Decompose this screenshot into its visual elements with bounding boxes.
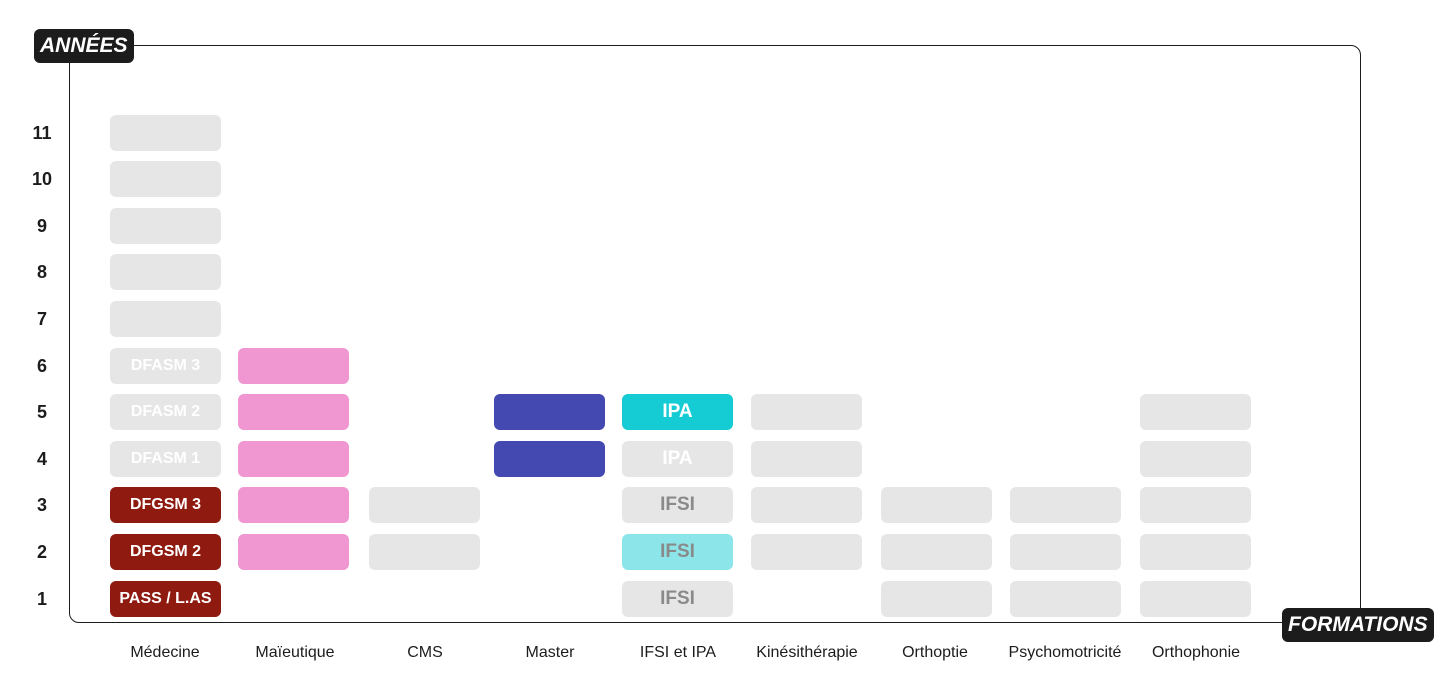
y-tick-4: 4 <box>36 448 47 469</box>
block-4-year-2: IFSI <box>622 533 733 570</box>
x-axis-label: FORMATIONS <box>1282 608 1434 642</box>
x-category-label: CMS <box>407 644 443 661</box>
block-0-year-8 <box>110 254 221 291</box>
block-2-year-2 <box>369 533 480 570</box>
block-7-year-2 <box>1010 533 1121 570</box>
block-5-year-3 <box>751 487 862 524</box>
y-axis-label: ANNÉES <box>34 29 134 63</box>
block-5-year-2 <box>751 533 862 570</box>
block-6-year-1 <box>881 580 992 617</box>
x-category-label: Maïeutique <box>255 644 335 661</box>
y-tick-7: 7 <box>36 308 47 329</box>
block-8-year-1 <box>1140 580 1251 617</box>
y-tick-6: 6 <box>36 355 47 376</box>
x-category-label: IFSI et IPA <box>639 644 717 661</box>
block-0-year-2: DFGSM 2 <box>110 533 221 570</box>
block-1-year-3 <box>238 487 349 524</box>
y-tick-8: 8 <box>36 262 47 283</box>
block-1-year-6 <box>238 347 349 384</box>
chart-frame <box>69 45 1361 623</box>
block-1-year-4 <box>238 440 349 477</box>
x-category-label: Médecine <box>130 644 200 661</box>
block-8-year-5 <box>1140 394 1251 431</box>
block-4-year-5: IPA <box>622 394 733 431</box>
x-category-label: Kinésithérapie <box>756 644 858 661</box>
block-1-year-2 <box>238 533 349 570</box>
block-0-year-9 <box>110 207 221 244</box>
block-4-year-4: IPA <box>622 440 733 477</box>
y-tick-3: 3 <box>36 495 47 516</box>
block-0-year-7 <box>110 300 221 337</box>
x-category-label: Master <box>525 644 575 661</box>
x-category-label: Orthophonie <box>1151 644 1241 661</box>
block-0-year-1: PASS / L.AS <box>110 580 221 617</box>
x-category-label: Psychomotricité <box>1008 644 1122 661</box>
y-tick-10: 10 <box>31 169 53 190</box>
block-0-year-3: DFGSM 3 <box>110 487 221 524</box>
block-8-year-4 <box>1140 440 1251 477</box>
x-category-label: Orthoptie <box>902 644 968 661</box>
block-3-year-4 <box>494 440 605 477</box>
block-8-year-2 <box>1140 533 1251 570</box>
block-6-year-3 <box>881 487 992 524</box>
block-4-year-3: IFSI <box>622 487 733 524</box>
block-2-year-3 <box>369 487 480 524</box>
block-7-year-3 <box>1010 487 1121 524</box>
block-0-year-5: DFASM 2 <box>110 394 221 431</box>
block-1-year-5 <box>238 394 349 431</box>
y-tick-1: 1 <box>36 588 47 609</box>
y-tick-11: 11 <box>32 122 52 143</box>
block-6-year-2 <box>881 533 992 570</box>
block-4-year-1: IFSI <box>622 580 733 617</box>
block-0-year-6: DFASM 3 <box>110 347 221 384</box>
y-tick-9: 9 <box>36 215 47 236</box>
block-8-year-3 <box>1140 487 1251 524</box>
block-0-year-4: DFASM 1 <box>110 440 221 477</box>
block-0-year-10 <box>110 161 221 198</box>
block-0-year-11 <box>110 114 221 151</box>
block-3-year-5 <box>494 394 605 431</box>
y-tick-5: 5 <box>36 402 47 423</box>
block-5-year-4 <box>751 440 862 477</box>
block-5-year-5 <box>751 394 862 431</box>
y-tick-2: 2 <box>36 541 47 562</box>
block-7-year-1 <box>1010 580 1121 617</box>
